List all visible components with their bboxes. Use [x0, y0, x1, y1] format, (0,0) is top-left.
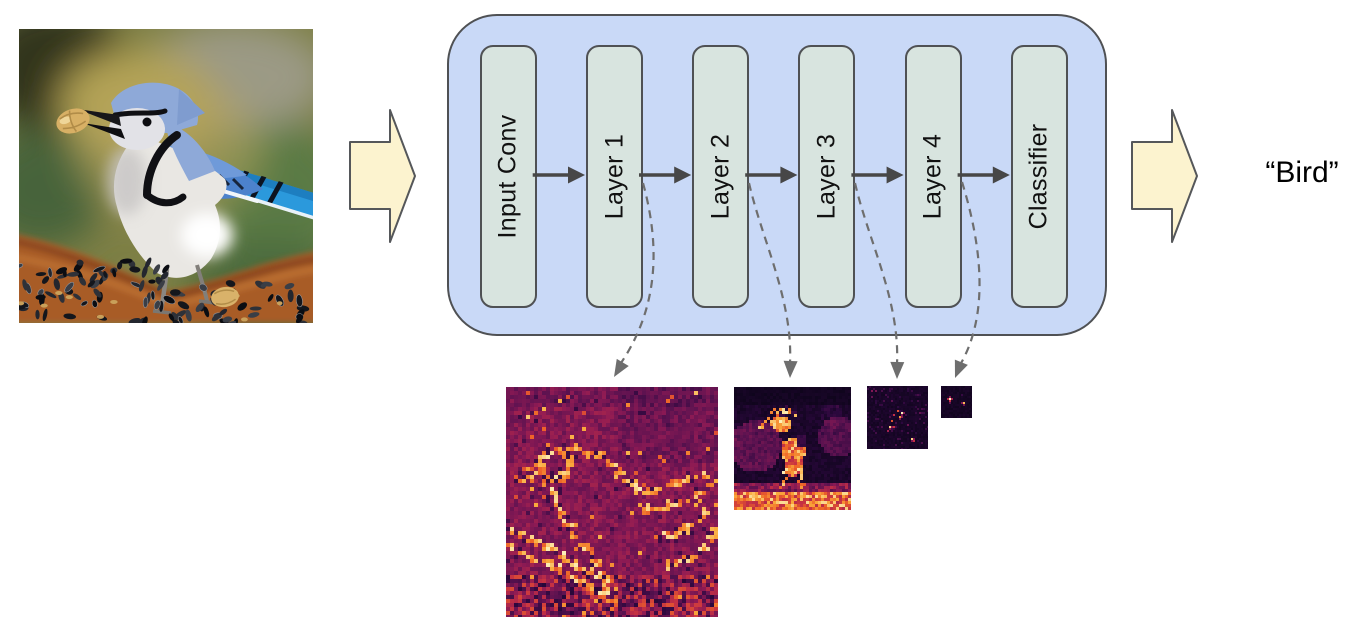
- feature-map-layer1: [506, 387, 718, 617]
- block-label: Layer 2: [706, 133, 735, 220]
- block-layer-3: Layer 3: [798, 45, 856, 308]
- block-layer-4: Layer 4: [904, 45, 962, 308]
- feature-map-layer4: [941, 386, 972, 418]
- blue-jay-photo-art: [19, 29, 313, 323]
- cnn-network-container: Input Conv Layer 1 Layer 2 Layer 3 Layer…: [447, 14, 1107, 336]
- input-flow-arrow-icon: [349, 109, 416, 243]
- block-label: Classifier: [1024, 123, 1053, 230]
- ground-peanut: [211, 286, 239, 308]
- block-label: Layer 4: [918, 133, 947, 220]
- feature-map-layer2: [734, 387, 851, 510]
- block-label: Layer 3: [812, 133, 841, 220]
- input-image-blue-jay-photo: [19, 29, 313, 323]
- output-flow-arrow-icon: [1131, 109, 1198, 243]
- prediction-label: “Bird”: [1265, 156, 1339, 189]
- block-label: Layer 1: [600, 133, 628, 220]
- block-layer-1: Layer 1: [586, 45, 643, 308]
- block-input-conv: Input Conv: [479, 45, 537, 308]
- blue-jay-bird: [56, 82, 313, 315]
- feature-map-layer3: [867, 386, 928, 449]
- block-classifier: Classifier: [1010, 45, 1068, 308]
- block-label: Input Conv: [493, 114, 522, 239]
- block-layer-2: Layer 2: [692, 45, 750, 308]
